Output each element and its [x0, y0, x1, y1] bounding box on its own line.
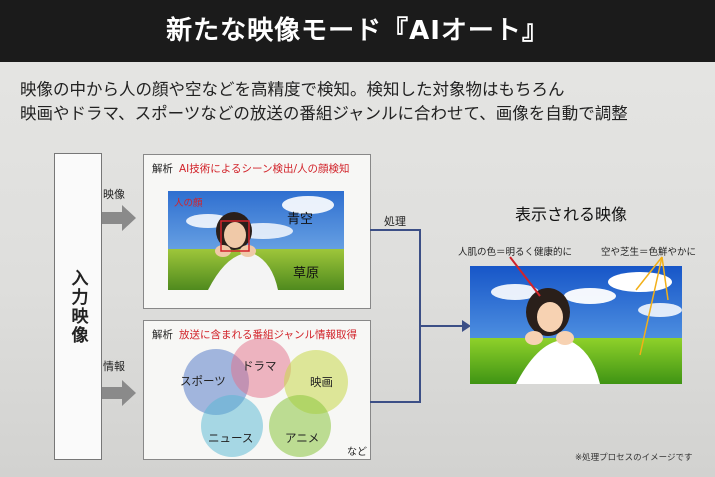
news-circle — [201, 395, 263, 457]
genre-movie: 映画 — [310, 375, 333, 389]
title-bar — [0, 0, 715, 62]
grass-label: 草原 — [293, 266, 320, 281]
slide-title: 新たな映像モード『AIオート』 — [166, 16, 549, 46]
intro-text: 映像の中から人の顔や空などを高精度で検知。検知した対象物はもちろん 映画やドラマ… — [20, 78, 710, 126]
genre-venn-diagram — [168, 338, 358, 458]
genre-etc: など — [347, 447, 367, 458]
sky-grass-note: 空や芝生＝色鮮やかに — [601, 247, 697, 258]
video-arrow-label: 映像 — [103, 188, 125, 201]
footnote: ※処理プロセスのイメージです — [575, 453, 693, 463]
output-title: 表示される映像 — [515, 205, 628, 224]
genre-anime: アニメ — [285, 431, 320, 445]
scene-detection-photo — [168, 191, 344, 290]
face-detection-tag: 人の顔 — [174, 198, 203, 209]
intro-line-1: 映像の中から人の顔や空などを高精度で検知。検知した対象物はもちろん — [20, 80, 565, 99]
scene-analysis-caption: AI技術によるシーン検出/人の顔検知 — [179, 163, 350, 175]
info-arrow-label: 情報 — [103, 360, 125, 373]
processing-label: 処理 — [384, 215, 406, 228]
output-photo — [470, 266, 682, 384]
anime-circle — [269, 395, 331, 457]
drama-circle — [231, 338, 291, 398]
genre-news: ニュース — [208, 431, 254, 445]
scene-analysis-prefix: 解析 — [152, 163, 173, 175]
intro-line-2: 映画やドラマ、スポーツなどの放送の番組ジャンルに合わせて、画像を自動で調整 — [20, 104, 628, 123]
video-arrow-icon — [102, 205, 136, 231]
info-arrow-icon — [102, 380, 136, 406]
genre-analysis-caption: 放送に含まれる番組ジャンル情報取得 — [179, 329, 357, 341]
genre-analysis-prefix: 解析 — [152, 329, 173, 341]
input-video-box: 入力映像 — [54, 153, 102, 460]
skin-tone-note: 人肌の色＝明るく健康的に — [458, 247, 573, 258]
genre-sports: スポーツ — [180, 374, 226, 388]
genre-drama: ドラマ — [242, 359, 277, 373]
input-video-label: 入力映像 — [67, 268, 88, 345]
sky-label: 青空 — [287, 212, 314, 227]
